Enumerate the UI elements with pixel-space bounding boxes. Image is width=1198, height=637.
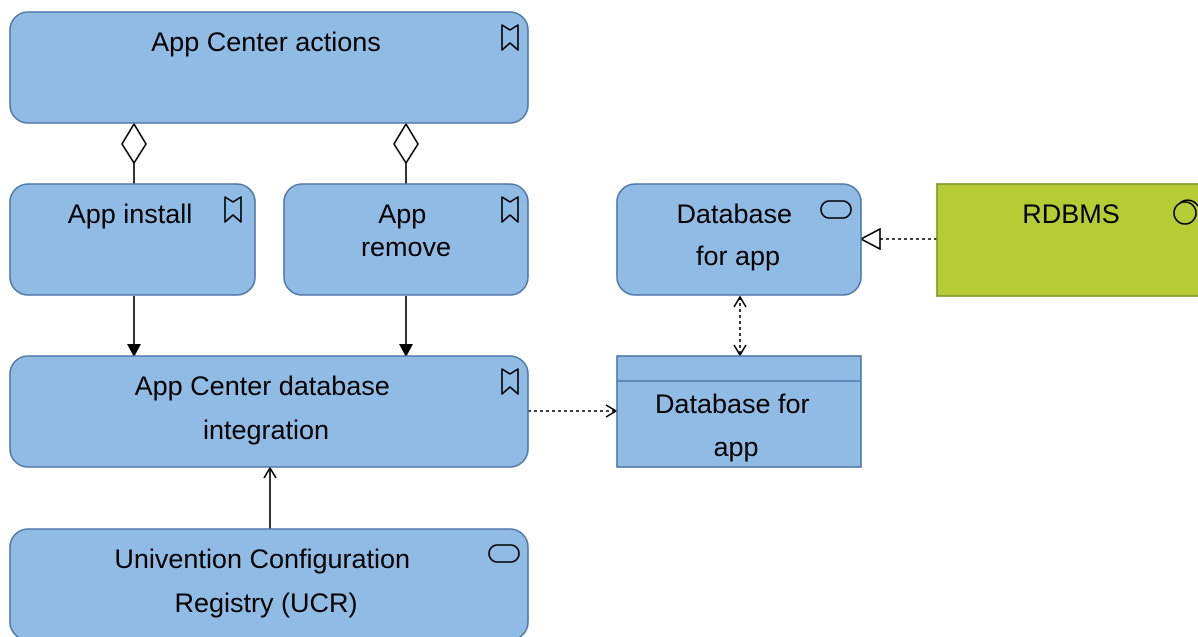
- node-database-service[interactable]: Database for app: [616, 183, 862, 296]
- node-label: App Center database: [135, 371, 390, 401]
- node-label: Registry (UCR): [174, 588, 357, 618]
- node-app-remove[interactable]: App remove: [283, 183, 529, 296]
- application-service-icon: [820, 200, 852, 219]
- node-rdbms[interactable]: RDBMS: [936, 183, 1198, 297]
- svg-text:App Center actions: App Center actions: [151, 27, 381, 57]
- edge-aggregation-install[interactable]: [121, 122, 147, 184]
- svg-text:Database for app: Database for app: [676, 199, 799, 271]
- node-label: Univention Configuration: [114, 544, 410, 574]
- svg-text:App Center database inte: App Center database integration: [135, 371, 398, 445]
- node-ucr[interactable]: Univention Configuration Registry (UCR): [9, 528, 529, 637]
- node-app-center-database-integration[interactable]: App Center database integration: [9, 355, 529, 468]
- svg-text:App install: App install: [68, 199, 193, 229]
- node-label: App: [378, 199, 426, 229]
- application-function-icon: [501, 24, 519, 51]
- node-label: App install: [68, 199, 193, 229]
- node-app-install[interactable]: App install: [9, 183, 256, 296]
- svg-text:Univention Configuration: Univention Configuration Registry (UCR): [114, 544, 417, 618]
- node-label: for app: [696, 241, 780, 271]
- application-function-icon: [501, 368, 519, 395]
- svg-text:RDBMS: RDBMS: [1022, 199, 1120, 229]
- node-label: Database for: [655, 389, 810, 419]
- aggregation-diamond: [393, 122, 419, 165]
- node-label: Database: [676, 199, 792, 229]
- node-label: app: [713, 432, 758, 462]
- edge-aggregation-remove[interactable]: [393, 122, 419, 184]
- system-software-icon: [1173, 199, 1198, 225]
- node-label: App Center actions: [151, 27, 381, 57]
- node-database-data-object[interactable]: Database for app: [616, 355, 862, 468]
- node-label: integration: [203, 415, 329, 445]
- application-function-icon: [501, 196, 519, 223]
- aggregation-diamond: [121, 122, 147, 165]
- application-service-icon: [488, 544, 520, 563]
- node-label: remove: [361, 232, 451, 262]
- node-app-center-actions[interactable]: App Center actions: [9, 11, 529, 124]
- svg-text:Database for app: Database for app: [655, 389, 817, 462]
- node-label: RDBMS: [1022, 199, 1120, 229]
- application-function-icon: [224, 196, 242, 223]
- svg-text:App remove: App remove: [361, 199, 451, 262]
